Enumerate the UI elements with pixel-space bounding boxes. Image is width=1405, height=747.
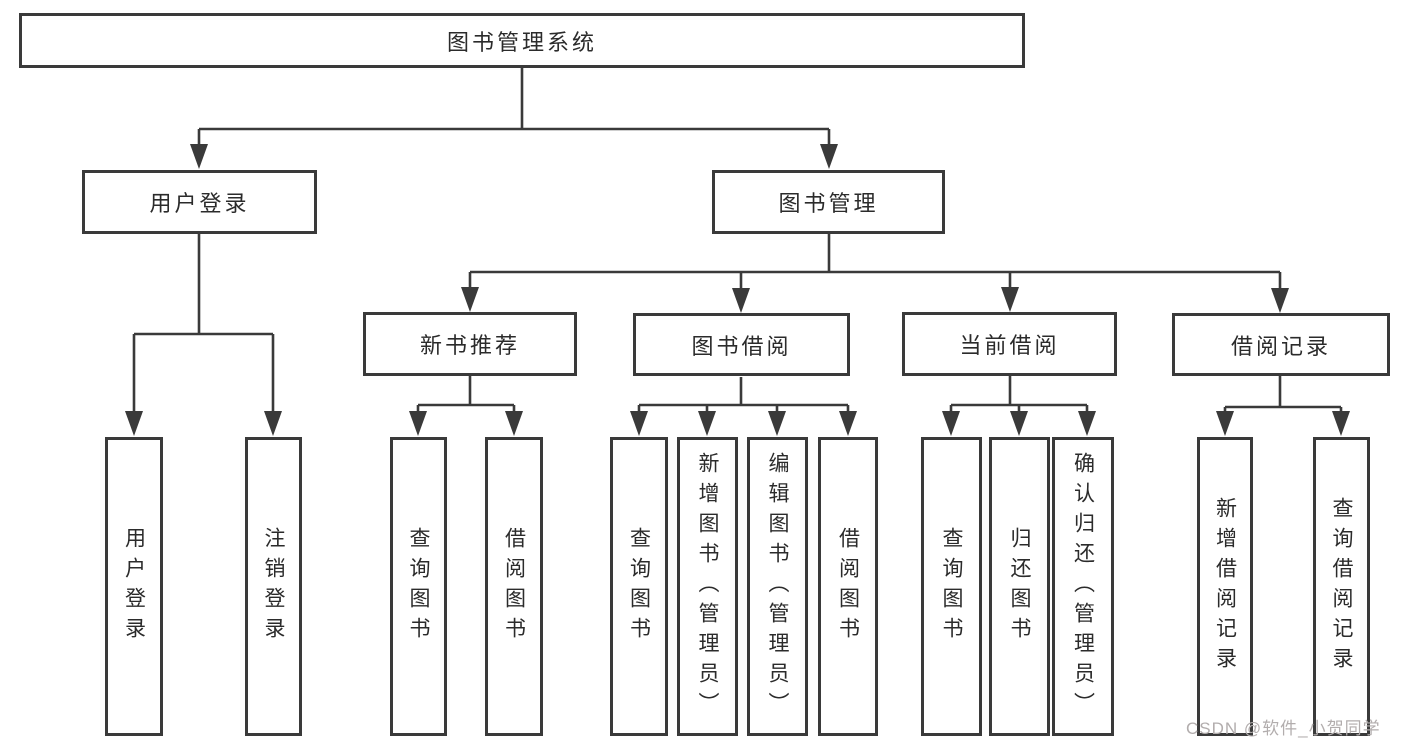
leaf-label: 查询图书 [407,526,430,647]
leaf-label: 查询借阅记录 [1330,496,1353,677]
arrowhead [505,411,523,436]
connector-recommend-split [416,376,516,414]
leaf-add-borrow-record: 新增借阅记录 [1197,437,1253,736]
leaf-label: 借阅图书 [836,526,860,647]
arrowhead [839,411,857,436]
node-book-borrowing: 图书借阅 [633,313,850,376]
connector-book-management-split [468,234,1282,291]
leaf-label: 归还图书 [1008,526,1031,647]
arrowhead [630,411,648,436]
arrowhead [190,144,208,169]
arrowhead [1078,411,1096,436]
leaf-borrow-books-borrowing: 借阅图书 [818,437,878,736]
node-new-book-recommendation: 新书推荐 [363,312,577,376]
arrowhead [125,411,143,436]
leaf-query-books-borrowing: 查询图书 [610,437,668,736]
leaf-label: 确认归还（管理员） [1071,451,1095,722]
node-library-management-system: 图书管理系统 [19,13,1025,68]
leaf-label: 借阅图书 [502,526,526,647]
arrowhead [942,411,960,436]
leaf-logout: 注销登录 [245,437,302,736]
leaf-confirm-return-admin: 确认归还（管理员） [1052,437,1114,736]
connector-root-split [197,68,831,148]
node-current-borrowing: 当前借阅 [902,312,1117,376]
arrowhead [461,287,479,312]
arrowhead [820,144,838,169]
connector-user-login-split [132,234,275,414]
leaf-label: 查询图书 [940,526,963,647]
arrowhead [1271,288,1289,313]
node-user-login: 用户登录 [82,170,317,234]
leaf-borrow-books-recommend: 借阅图书 [485,437,543,736]
leaf-label: 用户登录 [122,526,146,647]
leaf-query-books-recommend: 查询图书 [390,437,447,736]
connector-borrowing-split [637,377,850,414]
leaf-add-books-admin: 新增图书（管理员） [677,437,738,736]
arrowhead [1332,411,1350,436]
arrowhead [732,288,750,313]
csdn-watermark: CSDN @软件_小贺同学 [1186,719,1381,738]
arrowhead [1001,287,1019,312]
leaf-label: 编辑图书（管理员） [766,451,789,722]
arrowhead [264,411,282,436]
leaf-query-borrow-record: 查询借阅记录 [1313,437,1370,736]
leaf-label: 新增借阅记录 [1213,496,1237,677]
arrowhead [1216,411,1234,436]
leaf-edit-books-admin: 编辑图书（管理员） [747,437,808,736]
leaf-label: 新增图书（管理员） [696,451,719,722]
arrowhead [698,411,716,436]
node-book-management: 图书管理 [712,170,945,234]
leaf-user-login: 用户登录 [105,437,163,736]
leaf-query-books-current: 查询图书 [921,437,982,736]
leaf-return-books: 归还图书 [989,437,1050,736]
leaf-label: 注销登录 [262,526,285,647]
connector-current-split [949,376,1089,414]
arrowhead [768,411,786,436]
arrowhead [409,411,427,436]
connector-records-split [1223,376,1343,414]
leaf-label: 查询图书 [627,526,651,647]
arrowhead [1010,411,1028,436]
node-borrowing-records: 借阅记录 [1172,313,1390,376]
